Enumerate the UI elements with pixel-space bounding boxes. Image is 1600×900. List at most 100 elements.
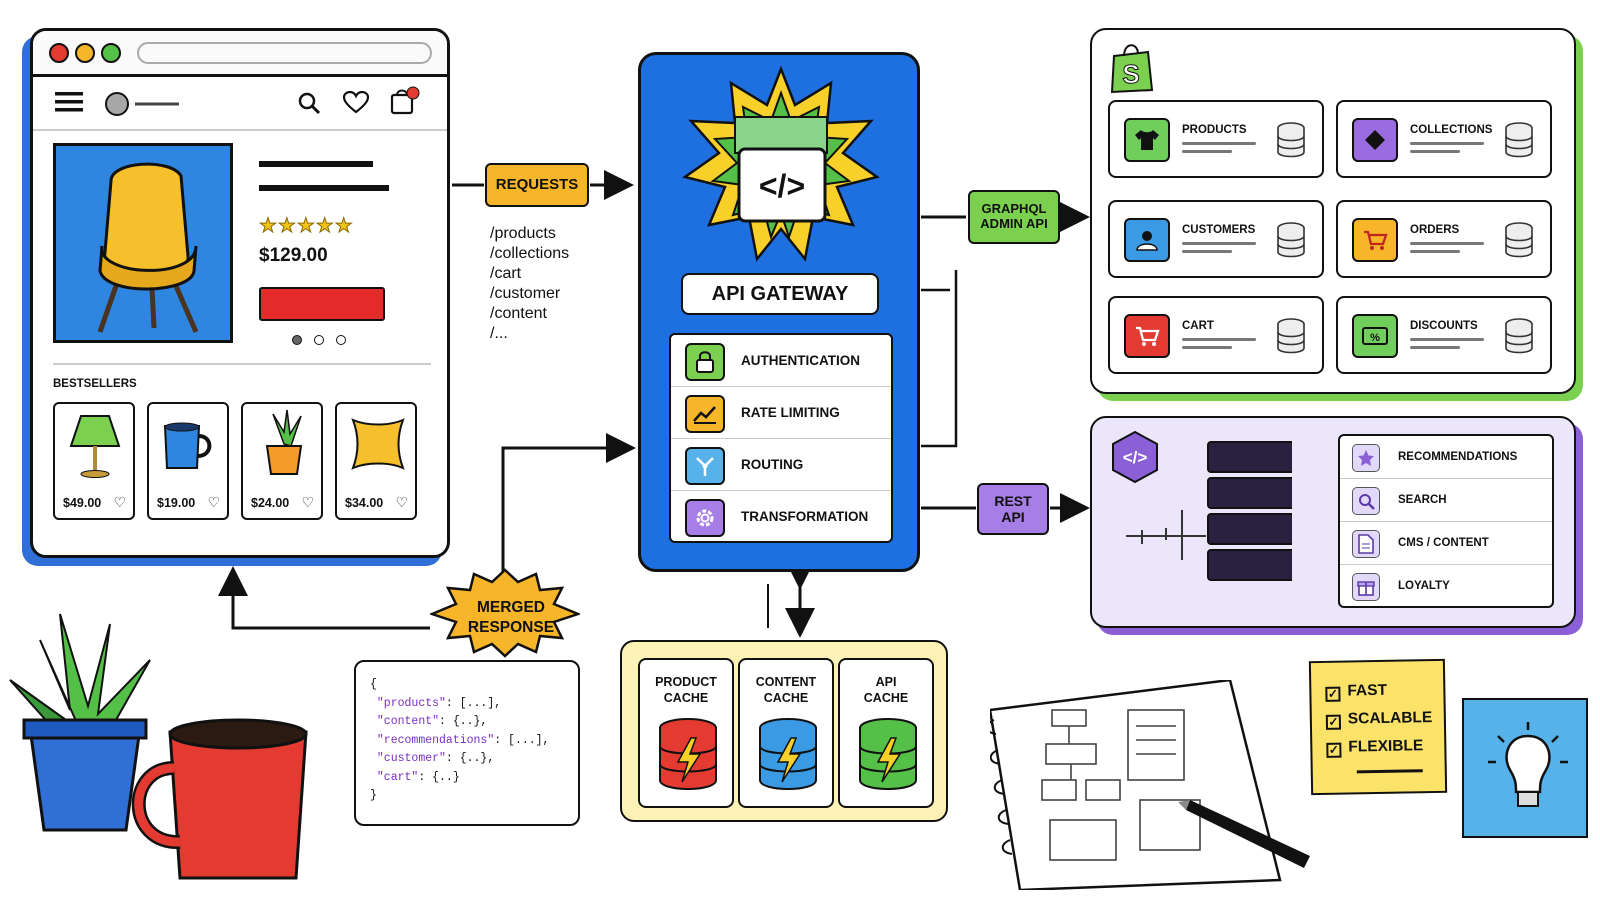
cart-icon <box>1124 314 1170 358</box>
resource-label: ORDERS <box>1410 224 1460 236</box>
service-loyalty[interactable]: LOYALTY <box>1340 565 1552 608</box>
resource-label: CART <box>1182 320 1214 332</box>
product-card-pillow[interactable]: $34.00 ♡ <box>335 402 417 520</box>
checklist-item-fast: ✓FAST <box>1325 682 1387 702</box>
lock-icon <box>685 343 725 381</box>
product-price: $24.00 <box>251 496 290 510</box>
feature-rate-limiting[interactable]: RATE LIMITING <box>671 387 891 439</box>
gear-icon <box>685 499 725 537</box>
heart-icon[interactable]: ♡ <box>207 494 220 510</box>
product-card-plant[interactable]: $24.00 ♡ <box>241 402 323 520</box>
gateway-loop-line <box>921 270 958 448</box>
service-label: SEARCH <box>1398 494 1447 506</box>
product-price: $19.00 <box>157 496 196 510</box>
resource-label: CUSTOMERS <box>1182 224 1256 236</box>
placeholder-lines <box>1182 338 1256 354</box>
code-burst-icon: </> <box>682 65 880 262</box>
code-hexagon-icon: </> <box>1112 430 1158 484</box>
service-cms-content[interactable]: CMS / CONTENT <box>1340 522 1552 565</box>
feature-routing[interactable]: ROUTING <box>671 439 891 491</box>
lightning-database-icon <box>859 718 917 790</box>
idea-sticky-note <box>1462 698 1588 838</box>
placeholder-lines <box>1410 142 1484 158</box>
add-to-cart-button[interactable] <box>259 287 385 321</box>
resource-label: COLLECTIONS <box>1410 124 1493 136</box>
mug-image <box>163 422 212 469</box>
lightning-database-icon <box>659 718 717 790</box>
shopify-resources-panel: S PRODUCTS COLLECTIONS CUSTOMERS ORDERS … <box>1090 28 1576 394</box>
shopify-bag-icon: S <box>1110 44 1154 94</box>
placeholder-lines <box>1410 338 1484 354</box>
code-glyph: </> <box>759 168 805 204</box>
resource-label: DISCOUNTS <box>1410 320 1478 332</box>
lightbulb-icon <box>1488 722 1568 807</box>
resource-products[interactable]: PRODUCTS <box>1108 100 1324 178</box>
json-line: "recommendations": [...], <box>376 733 550 747</box>
maximize-window-button[interactable] <box>101 43 121 63</box>
json-line: "content": {..}, <box>376 715 488 728</box>
product-hero-image[interactable] <box>53 143 233 343</box>
discount-icon: % <box>1352 314 1398 358</box>
cart-icon <box>1352 218 1398 262</box>
badge-line: ADMIN API <box>980 216 1048 231</box>
hamburger-menu-icon[interactable] <box>55 91 83 113</box>
tshirt-icon <box>1124 118 1170 162</box>
json-line: } <box>370 789 377 802</box>
service-search[interactable]: SEARCH <box>1340 479 1552 522</box>
address-bar[interactable] <box>137 42 432 64</box>
potted-plant-illustration <box>9 613 151 832</box>
feature-transformation[interactable]: TRANSFORMATION <box>671 491 891 543</box>
resource-orders[interactable]: ORDERS <box>1336 200 1552 278</box>
lightning-database-icon <box>759 718 817 790</box>
routing-icon <box>685 447 725 485</box>
heart-icon[interactable]: ♡ <box>395 494 408 510</box>
store-logo-icon <box>105 92 179 116</box>
store-navbar <box>33 77 447 131</box>
gateway-cache-arrow <box>767 560 815 638</box>
heart-icon[interactable]: ♡ <box>301 494 314 510</box>
feature-authentication[interactable]: AUTHENTICATION <box>671 335 891 387</box>
resource-customers[interactable]: CUSTOMERS <box>1108 200 1324 278</box>
gateway-title: API GATEWAY <box>681 273 879 315</box>
shopping-bag-icon[interactable] <box>389 85 421 117</box>
json-line: { <box>370 678 377 691</box>
product-card-lamp[interactable]: $49.00 ♡ <box>53 402 135 520</box>
wishlist-heart-icon[interactable] <box>343 91 369 115</box>
resource-discounts[interactable]: % DISCOUNTS <box>1336 296 1552 374</box>
database-icon <box>1505 222 1533 258</box>
search-icon[interactable] <box>297 91 321 115</box>
resource-cart[interactable]: CART <box>1108 296 1324 374</box>
json-line: "cart": {..} <box>376 770 460 784</box>
minimize-window-button[interactable] <box>75 43 95 63</box>
carousel-dots[interactable] <box>291 333 351 347</box>
heart-icon[interactable]: ♡ <box>113 494 126 510</box>
database-icon <box>1277 318 1305 354</box>
feature-label: RATE LIMITING <box>741 405 840 420</box>
badge-line: GRAPHQL <box>981 201 1047 217</box>
resource-collections[interactable]: COLLECTIONS <box>1336 100 1552 178</box>
close-window-button[interactable] <box>49 43 69 63</box>
endpoint-list: /products /collections /cart /customer /… <box>490 224 569 344</box>
browser-titlebar <box>33 31 447 77</box>
database-icon <box>1505 122 1533 158</box>
endpoint-item: /... <box>490 325 508 342</box>
api-gateway-panel: </> API GATEWAY AUTHENTICATION RATE LIMI… <box>638 52 920 572</box>
endpoint-item: /content <box>490 305 547 322</box>
gateway-feature-list: AUTHENTICATION RATE LIMITING ROUTING TRA… <box>669 333 893 543</box>
server-stack-icon <box>1126 441 1292 581</box>
merged-to-store-arrow <box>218 566 430 630</box>
svg-text:S: S <box>1122 59 1139 89</box>
service-recommendations[interactable]: RECOMMENDATIONS <box>1340 436 1552 479</box>
checklist-item-flexible: ✓FLEXIBLE <box>1326 737 1423 758</box>
gift-icon <box>1352 573 1380 601</box>
document-icon <box>1352 530 1380 558</box>
json-line: "customer": {..}, <box>376 752 495 765</box>
product-card-mug[interactable]: $19.00 ♡ <box>147 402 229 520</box>
